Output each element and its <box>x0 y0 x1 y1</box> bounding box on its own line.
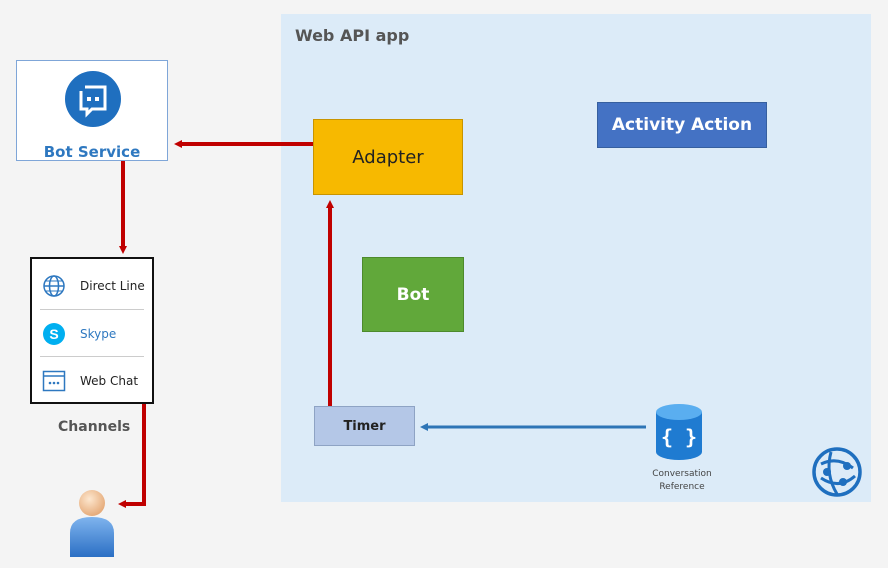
skype-icon: S <box>43 322 65 345</box>
arrow-channels-to-user <box>118 404 146 508</box>
channel-item-web-chat: Web Chat <box>32 357 152 404</box>
azure-app-service-icon <box>812 447 862 497</box>
channel-label: Direct Line <box>80 278 145 293</box>
bot-service-box: Bot Service <box>16 60 168 161</box>
channel-item-skype: S Skype <box>32 310 152 357</box>
svg-text:S: S <box>49 326 58 342</box>
user-icon <box>70 490 114 557</box>
conversation-reference-label: Conversation Reference <box>652 469 712 492</box>
channels-label: Channels <box>58 419 131 435</box>
timer-box: Timer <box>314 406 415 446</box>
web-chat-icon <box>42 370 66 391</box>
channel-item-direct-line: Direct Line <box>32 262 152 309</box>
svg-text:{ }: { } <box>661 425 697 449</box>
conversation-reference-database-icon: { } <box>656 404 702 460</box>
globe-icon <box>43 274 65 297</box>
channel-label: Web Chat <box>80 373 139 388</box>
activity-action-box: Activity Action <box>597 102 767 148</box>
channel-label: Skype <box>80 326 117 341</box>
adapter-box: Adapter <box>313 119 463 195</box>
bot-service-label: Bot Service <box>43 143 141 161</box>
channels-list: Direct Line S Skype Web Chat <box>30 257 154 404</box>
bot-box: Bot <box>362 257 464 332</box>
bot-service-icon <box>65 71 121 127</box>
web-api-app-title: Web API app <box>295 26 410 45</box>
